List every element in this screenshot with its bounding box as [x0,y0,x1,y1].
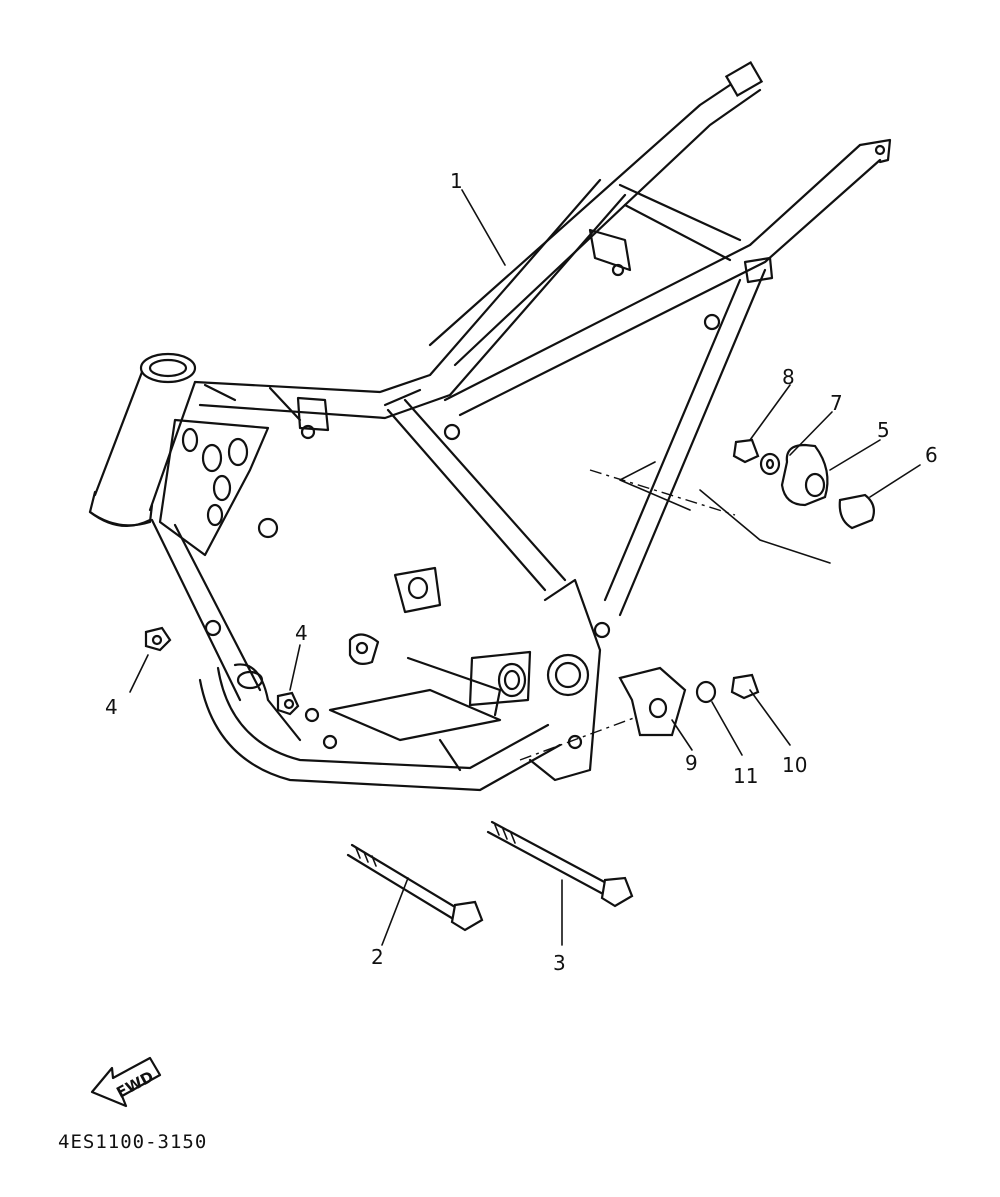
callout-2: 2 [371,945,384,969]
washer-part-7 [759,452,781,476]
engine-mount-bracket-rear [468,650,532,707]
callout-9: 9 [685,751,698,775]
diagram-part-code: 4ES1100-3150 [58,1131,207,1153]
callout-3: 3 [553,951,566,975]
mount-stud-c [300,424,316,440]
upper-mount-assembly [589,438,875,564]
callout-8: 8 [782,365,795,389]
callout-4-left: 4 [105,695,118,719]
seat-rail-lower [443,138,892,417]
seat-rail-upper [428,60,764,367]
nut-part-4-right [276,691,300,716]
callout-10: 10 [782,753,807,777]
main-backbone [193,178,627,422]
callout-labels: 1 2 3 4 4 5 6 7 8 9 11 10 [105,169,938,975]
bolt-part-8 [732,438,760,464]
steering-head [88,352,197,527]
callout-7: 7 [830,391,843,415]
rear-downtube [603,256,774,617]
callout-6: 6 [925,443,938,467]
collar-part-5 [780,443,829,507]
callout-5: 5 [877,418,890,442]
cross-brace [588,183,742,277]
front-gusset-plate [158,418,270,557]
mount-stud-b [257,517,279,539]
callout-11: 11 [733,764,758,788]
engine-mount-bracket-center [348,566,442,665]
nut-part-4-left [144,626,172,652]
swingarm-pivot-plate [528,578,611,782]
center-downtube [383,388,567,592]
rear-mount-assembly [519,666,760,761]
callout-1: 1 [450,169,463,193]
bolt-part-2 [346,843,484,932]
leader-lines [129,189,921,946]
front-downtube [150,518,262,702]
frame-part-1 [88,60,892,792]
spacer-part-6 [838,493,875,530]
forward-arrow-icon: FWD [90,1056,162,1108]
fwd-label: FWD [113,1067,156,1101]
washer-part-11 [695,680,717,704]
callout-4-right: 4 [295,621,308,645]
bolt-part-3 [486,820,634,908]
lower-cradle [198,663,562,792]
mount-stud-a [204,619,222,637]
lower-cross-member [304,656,502,772]
